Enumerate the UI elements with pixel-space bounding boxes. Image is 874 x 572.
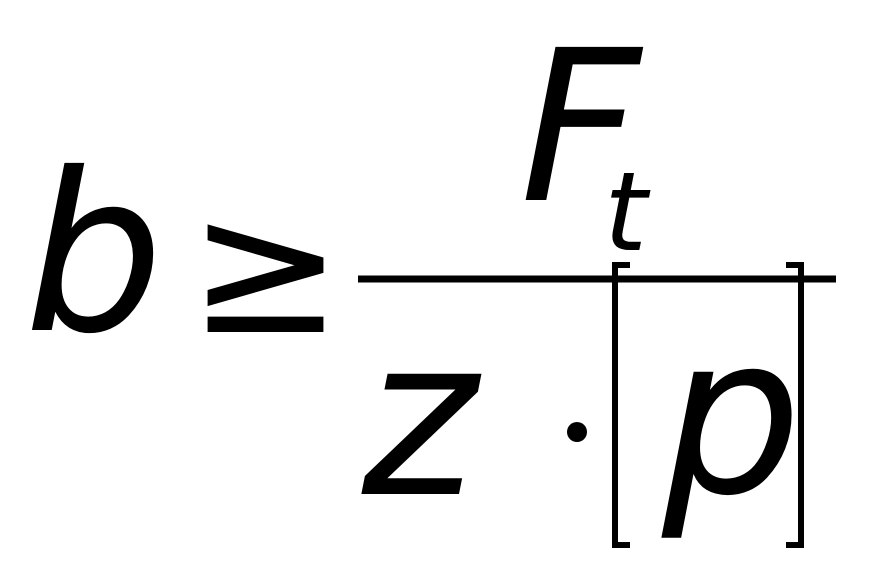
numerator-subscript-t: t — [604, 148, 651, 276]
multiplication-dot — [567, 422, 587, 442]
lhs-variable-b: b — [24, 126, 164, 382]
denominator-z: z — [361, 290, 482, 546]
numerator-F: F — [520, 5, 644, 250]
right-bracket — [786, 262, 804, 548]
left-bracket — [612, 262, 630, 548]
denominator-p: p — [661, 288, 802, 544]
greater-equal-sign: ≥ — [188, 160, 343, 376]
